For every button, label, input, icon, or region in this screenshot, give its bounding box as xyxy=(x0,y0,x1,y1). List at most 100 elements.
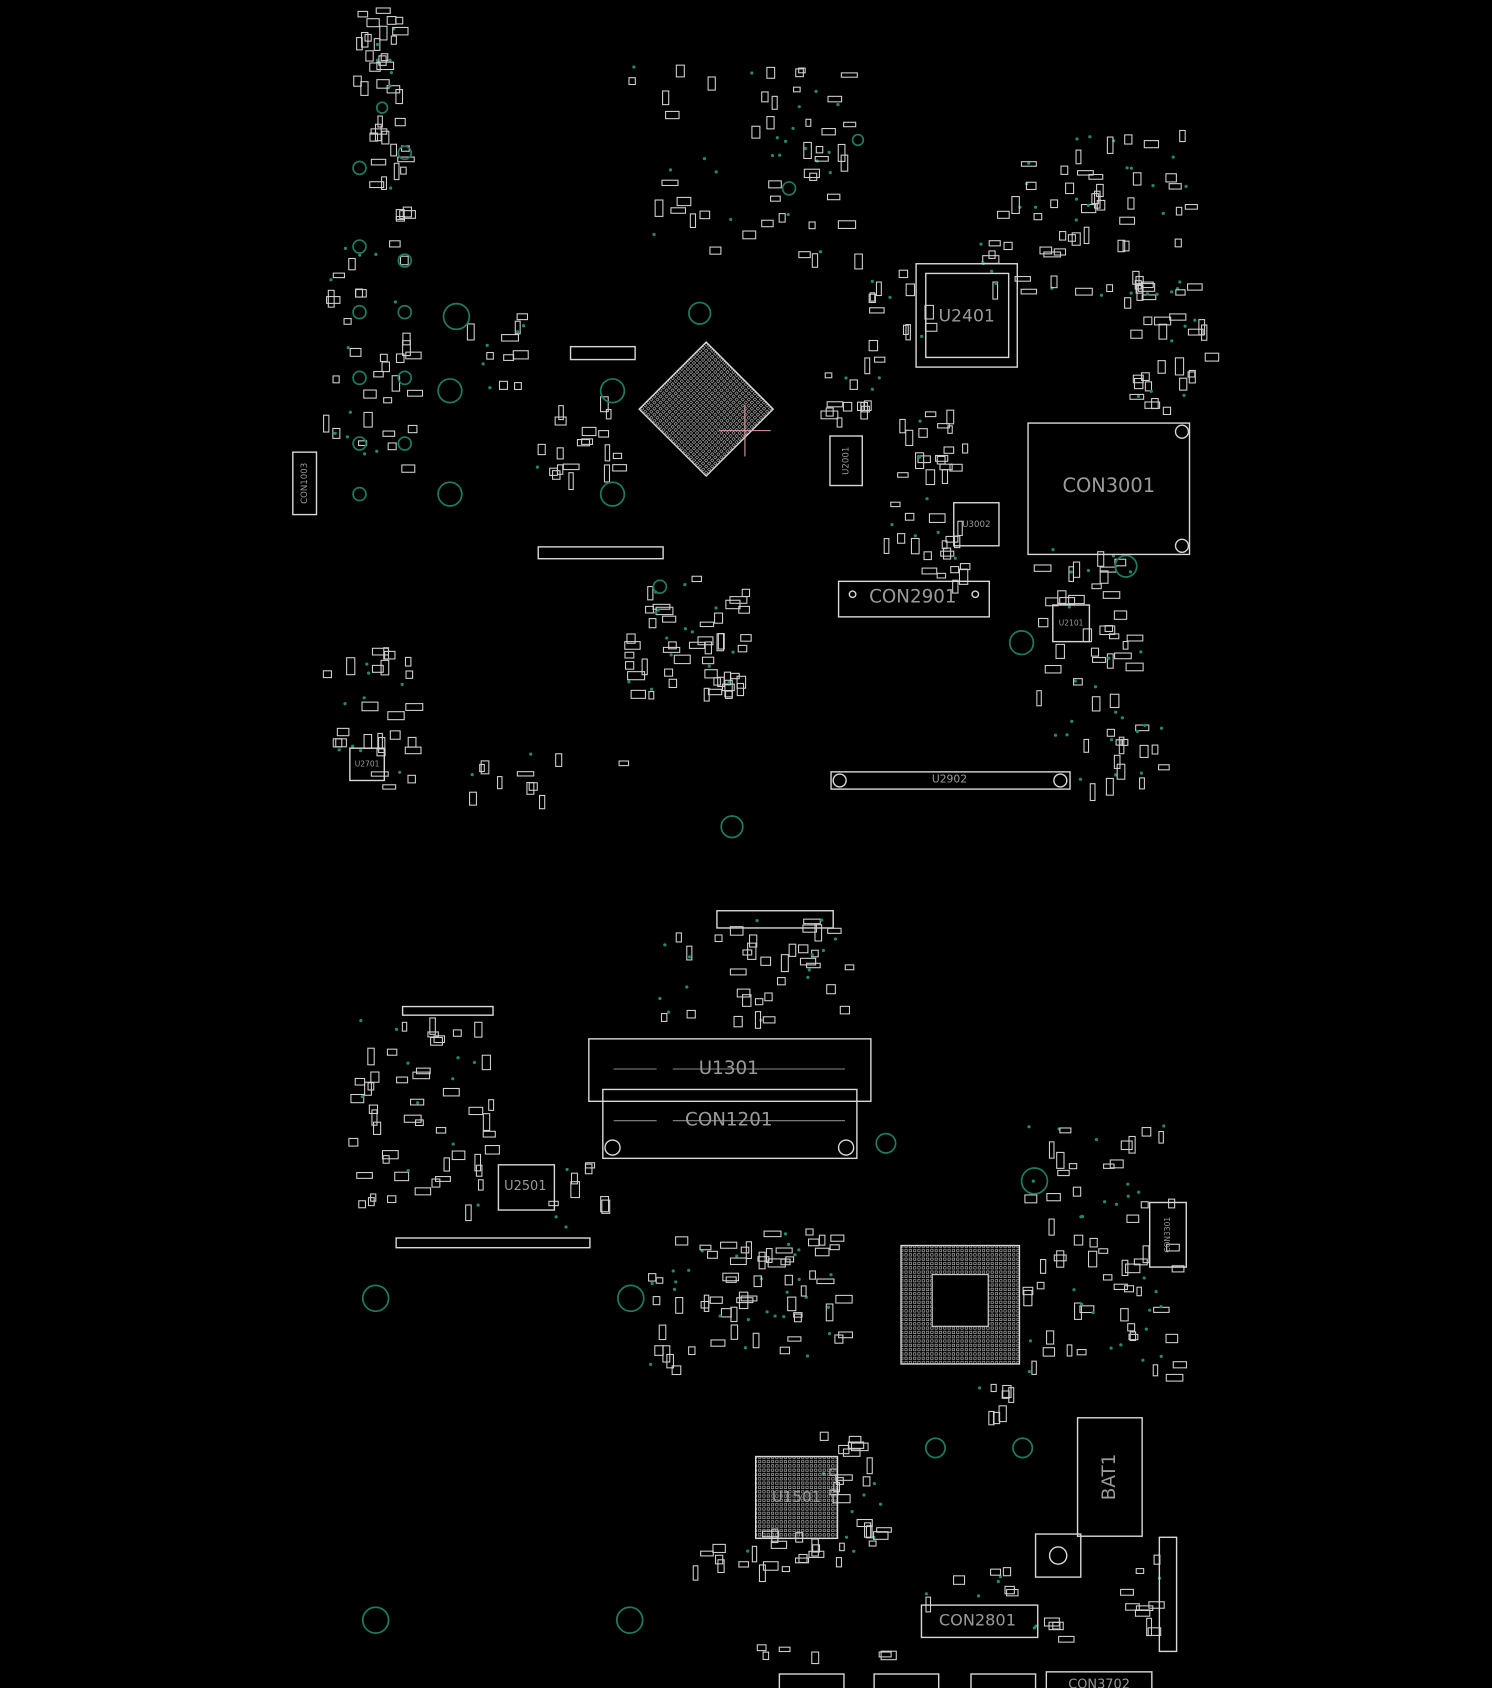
test-point xyxy=(627,680,631,684)
smd-pad xyxy=(1179,377,1188,391)
smd-pad xyxy=(381,130,390,145)
component-con3001[interactable]: CON3001 xyxy=(1027,422,1191,556)
pch-bga[interactable] xyxy=(900,1244,1021,1365)
smd-pad xyxy=(865,1525,873,1539)
smd-pad xyxy=(386,1048,398,1056)
smd-pad xyxy=(826,193,841,201)
component-u2001[interactable]: U2001 xyxy=(829,435,863,487)
smd-pad xyxy=(549,467,558,476)
smd-pad xyxy=(618,760,630,767)
smd-pad xyxy=(784,1274,793,1286)
component-u1501[interactable]: U1501 xyxy=(754,1455,839,1540)
smd-pad xyxy=(664,668,674,677)
smd-pad xyxy=(1104,625,1114,633)
smd-pad xyxy=(371,1109,378,1126)
smd-pad xyxy=(466,323,475,341)
component-u3002[interactable]: U3002 xyxy=(953,502,1000,547)
smd-pad xyxy=(752,1332,760,1349)
test-point xyxy=(977,1386,982,1390)
component-con2801[interactable]: CON2801 xyxy=(920,1604,1039,1639)
smd-pad xyxy=(612,464,627,472)
test-point xyxy=(718,1314,722,1318)
component-label: U2501 xyxy=(504,1179,546,1194)
via xyxy=(924,1437,947,1459)
smd-pad xyxy=(1033,564,1052,572)
smd-pad xyxy=(598,430,610,438)
test-point xyxy=(750,71,754,75)
smd-pad xyxy=(842,401,853,412)
smd-pad xyxy=(356,1172,373,1179)
smd-pad xyxy=(1039,246,1053,255)
smd-pad xyxy=(370,1071,380,1083)
smd-pad xyxy=(373,370,384,378)
smd-pad xyxy=(648,618,657,629)
smd-pad xyxy=(803,141,812,160)
smd-pad xyxy=(707,76,716,91)
test-point xyxy=(765,1310,769,1314)
test-point xyxy=(1120,716,1124,720)
smd-pad xyxy=(665,110,680,120)
smd-pad xyxy=(562,463,580,471)
component-label: CON3001 xyxy=(1063,474,1156,497)
component-bat1[interactable]: BAT1 xyxy=(1076,1417,1143,1537)
test-point xyxy=(1142,1276,1146,1280)
component-u2401[interactable]: U2401 xyxy=(915,263,1018,368)
smd-pad xyxy=(700,1300,710,1309)
component-con1003[interactable]: CON1003 xyxy=(292,451,318,516)
smd-pad xyxy=(1148,1601,1165,1609)
smd-pad xyxy=(380,53,389,62)
test-point xyxy=(400,682,404,686)
smd-pad xyxy=(1187,283,1203,291)
smd-pad xyxy=(883,538,890,554)
component-con3301[interactable]: CON3301 xyxy=(1148,1201,1187,1268)
component-con3702[interactable]: CON3702 xyxy=(1045,1671,1153,1688)
smd-pad xyxy=(868,339,879,352)
smd-pad xyxy=(1132,374,1144,384)
test-point xyxy=(775,136,779,140)
smd-pad xyxy=(699,1244,712,1251)
test-point xyxy=(389,71,394,75)
component-u2101[interactable]: U2101 xyxy=(1052,604,1091,643)
test-point xyxy=(870,387,874,391)
smd-pad xyxy=(604,444,611,462)
smd-pad xyxy=(936,455,946,465)
smd-pad xyxy=(935,454,949,462)
smd-pad xyxy=(778,213,786,223)
test-point xyxy=(850,1509,854,1514)
smd-pad xyxy=(322,670,332,679)
smd-pad xyxy=(1137,283,1156,292)
smd-pad xyxy=(332,272,346,279)
smd-pad xyxy=(600,1196,610,1213)
component-u2501[interactable]: U2501 xyxy=(497,1164,556,1211)
test-point xyxy=(936,530,940,534)
test-point xyxy=(416,1101,420,1105)
test-point xyxy=(666,1010,671,1014)
smd-pad xyxy=(733,1015,743,1028)
smd-pad xyxy=(714,612,724,624)
component-label: U2001 xyxy=(842,447,852,475)
smd-pad xyxy=(670,207,687,214)
connector-top-small[interactable] xyxy=(569,345,636,361)
test-point xyxy=(1170,290,1174,294)
smd-pad xyxy=(1147,1627,1162,1637)
bottom-connectors[interactable] xyxy=(778,1536,1178,1688)
smd-pad xyxy=(1050,275,1058,289)
test-point xyxy=(727,680,731,685)
test-point xyxy=(362,696,366,700)
connector-mid[interactable] xyxy=(537,546,664,560)
smd-pad xyxy=(628,77,636,86)
component-u1301[interactable]: U1301 xyxy=(588,1038,872,1102)
component-con2901[interactable]: CON2901 xyxy=(837,580,990,618)
component-con1201[interactable]: CON1201 xyxy=(602,1088,858,1160)
smd-pad xyxy=(625,661,635,670)
connector-top-bottom-half[interactable] xyxy=(395,910,834,1249)
smd-pad xyxy=(1162,406,1172,416)
cpu-bga-diamond[interactable] xyxy=(638,341,775,478)
smd-pad xyxy=(793,1313,802,1323)
component-u2902[interactable]: U2902 xyxy=(830,771,1071,790)
via xyxy=(375,101,389,114)
smd-pad xyxy=(626,633,636,644)
component-u2701[interactable]: U2701 xyxy=(349,747,386,782)
test-point xyxy=(1086,568,1091,573)
component-u1201[interactable] xyxy=(1034,1533,1082,1578)
